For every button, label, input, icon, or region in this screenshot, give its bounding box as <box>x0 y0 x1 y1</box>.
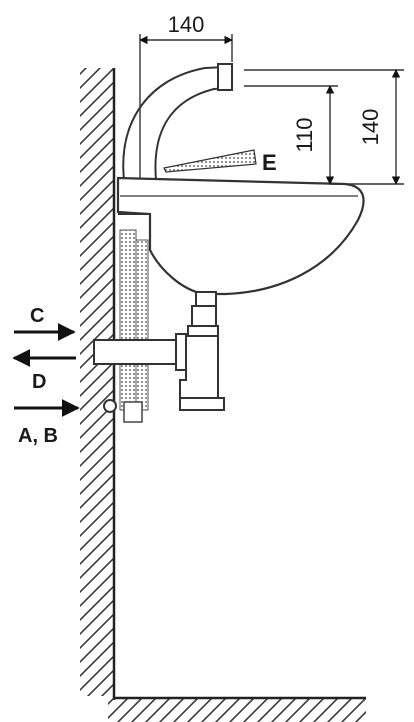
wall <box>80 68 116 700</box>
arrow-d: D <box>12 349 76 393</box>
supply-point <box>103 399 117 413</box>
item-e-wedge <box>163 149 257 173</box>
chain <box>135 239 149 411</box>
arrow-c: C <box>14 305 76 341</box>
item-e <box>163 149 257 173</box>
dim-label-spout-above-rim: 110 <box>292 117 317 152</box>
supply-connector <box>103 399 117 413</box>
waste-pipe-nut <box>175 333 187 371</box>
waste-outlet-pipe <box>93 339 187 365</box>
valve-body <box>123 401 143 423</box>
wall-hatching <box>80 68 114 696</box>
arrow-ab: A, B <box>14 399 80 447</box>
floor-hatching <box>108 698 366 722</box>
basin <box>116 176 365 296</box>
siphon-cap <box>179 397 225 411</box>
dim-spout-above-rim: 110 <box>292 85 335 185</box>
dim-reference-lines <box>244 69 404 185</box>
dim-label-spout-reach: 140 <box>168 12 205 37</box>
label-ab: A, B <box>18 425 58 447</box>
label-d: D <box>32 371 46 393</box>
overflow-pipe <box>119 229 137 411</box>
label-e: E <box>262 150 277 175</box>
siphon-coupling <box>187 325 219 337</box>
overflow-chain <box>119 229 149 423</box>
siphon <box>93 291 225 411</box>
drain-nut <box>191 305 217 327</box>
drain-flange <box>195 291 217 307</box>
floor <box>108 696 366 722</box>
dim-spout-above-top: 140 <box>358 69 401 185</box>
basin-bowl <box>116 176 365 296</box>
dim-spout-reach: 140 <box>139 12 233 178</box>
faucet-outlet <box>217 63 233 91</box>
faucet <box>122 63 233 181</box>
dim-label-spout-above-top: 140 <box>358 109 383 146</box>
label-c: C <box>30 305 44 327</box>
